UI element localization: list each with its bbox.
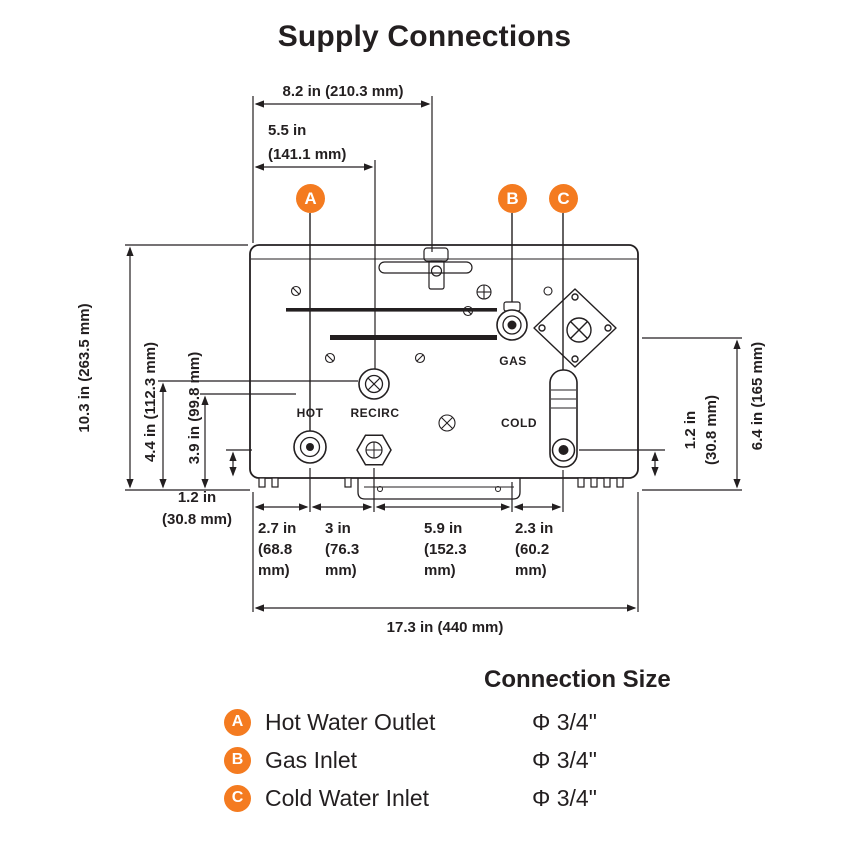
feet: [258, 477, 624, 488]
dim-gas-to-cold: 2.3 in (60.2 mm): [515, 520, 554, 579]
legend-row-cold: C Cold Water Inlet Φ 3/4": [224, 784, 597, 812]
legend-size-gas: Φ 3/4": [532, 746, 597, 773]
dim-cold-bottom: 1.2 in (30.8 mm): [682, 394, 720, 466]
hot-water-port: [293, 430, 327, 464]
top-slot: [378, 261, 473, 274]
heater-outline: [249, 244, 639, 479]
legend-row-hot: A Hot Water Outlet Φ 3/4": [224, 708, 597, 736]
callout-badge-b: B: [498, 184, 527, 213]
dim-recirc-offset: 5.5 in (141.1 mm): [268, 122, 347, 163]
legend-badge-b: B: [224, 746, 251, 774]
screws: [290, 284, 553, 432]
dim-hot-bottom: 1.2 in (30.8 mm): [161, 489, 233, 528]
legend-badge-c: C: [224, 784, 251, 812]
access-panel: [533, 288, 617, 368]
recirc-port: [358, 368, 390, 400]
dim-recirc-to-gas: 5.9 in (152.3 mm): [424, 520, 467, 579]
legend-size-cold: Φ 3/4": [532, 784, 597, 811]
callout-badge-c: C: [549, 184, 578, 213]
vent-slots: [286, 308, 497, 340]
cold-water-port: [549, 369, 578, 468]
gas-port-label: GAS: [499, 354, 527, 368]
hot-port-label: HOT: [296, 406, 324, 420]
callout-badge-a: A: [296, 184, 325, 213]
dim-top-width: 8.2 in (210.3 mm): [282, 83, 404, 100]
drain-valve: [356, 434, 392, 466]
vent-cap: [423, 247, 449, 290]
gas-port: [496, 301, 528, 341]
legend-name-gas: Gas Inlet: [265, 746, 358, 773]
recirc-port-label: RECIRC: [350, 406, 400, 420]
legend-size-hot: Φ 3/4": [532, 708, 597, 735]
legend-row-gas: B Gas Inlet Φ 3/4": [224, 746, 597, 774]
bottom-bracket: [357, 478, 521, 500]
legend-badge-a: A: [224, 708, 251, 736]
cold-port-label: COLD: [501, 416, 537, 430]
dim-hot-height: 3.9 in (99.8 mm): [186, 351, 203, 465]
dim-total-width: 17.3 in (440 mm): [386, 619, 504, 636]
dimension-lines: [125, 96, 742, 612]
legend-name-hot: Hot Water Outlet: [265, 708, 436, 735]
page-title: Supply Connections: [277, 20, 572, 53]
dim-recirc-height: 4.4 in (112.3 mm): [142, 341, 159, 463]
dim-gas-height: 6.4 in (165 mm): [749, 341, 766, 451]
legend-header: Connection Size: [484, 666, 671, 693]
dim-hot-to-recirc: 3 in (76.3 mm): [325, 520, 360, 579]
dim-total-height: 10.3 in (263.5 mm): [76, 303, 93, 433]
dim-edge-to-hot: 2.7 in (68.8 mm): [258, 520, 297, 579]
legend-name-cold: Cold Water Inlet: [265, 784, 430, 811]
